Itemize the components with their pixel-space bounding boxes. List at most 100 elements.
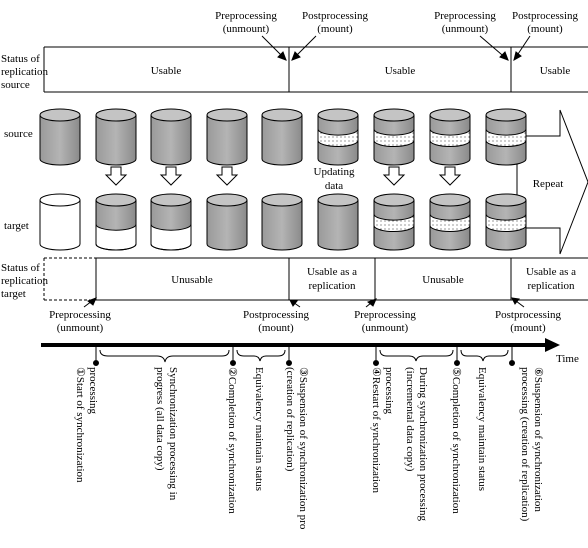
svg-text:(mount): (mount) [510,322,546,334]
svg-text:replication: replication [1,66,49,78]
target-volume-6 [317,193,359,251]
target-volume-7 [373,193,415,251]
svg-text:④Restart of synchronization: ④Restart of synchronization [370,367,382,493]
bottom-postprocessing-label-2: Postprocessing (mount) [495,309,562,334]
svg-text:Postprocessing: Postprocessing [302,10,369,22]
svg-text:Postprocessing: Postprocessing [512,10,579,22]
bottom-preprocessing-label-1: Preprocessing (unmount) [49,309,111,334]
svg-text:replication: replication [1,275,49,287]
source-status-usable-3: Usable [540,65,571,77]
target-status-bar [43,257,588,301]
source-volume-8 [429,108,471,166]
svg-text:(unmount): (unmount) [57,322,104,334]
target-status-label: Status of replication target [1,262,49,300]
copy-arrow-2 [159,166,183,186]
step-5-completion-sync: ⑤Completion of synchronization [450,367,462,514]
copy-arrow-1 [104,166,128,186]
svg-text:⑤Completion of synchronization: ⑤Completion of synchronization [450,367,462,514]
step-3-suspension-sync: ③Suspension of synchronization pro (crea… [284,367,309,530]
target-volume-5 [261,193,303,251]
copy-arrow-4 [382,166,406,186]
copy-arrow-row [104,166,462,186]
svg-text:②Completion of synchronization: ②Completion of synchronization [226,367,238,514]
target-volume-9 [485,193,527,251]
copy-arrow-5 [438,166,462,186]
top-postprocessing-label-2: Postprocessing (mount) [512,10,579,35]
copy-arrow-3 [215,166,239,186]
target-volume-3 [150,193,192,251]
step-4-restart-sync: ④Restart of synchronization processing [370,367,395,493]
svg-text:Status of: Status of [1,262,40,274]
top-preprocessing-label-2: Preprocessing (unmount) [434,10,496,35]
target-volume-2 [95,193,137,251]
svg-text:Equivalency maintain status: Equivalency maintain status [253,367,265,491]
svg-text:Updating: Updating [314,166,355,178]
step-during-sync-incremental: During synchronization processing (incre… [404,367,429,521]
svg-text:data: data [325,180,343,192]
step-equivalency-maintain-2: Equivalency maintain status [476,367,488,491]
step-1-start-sync: ①Start of synchronization processing [74,367,99,483]
source-volume-7 [373,108,415,166]
step-6-suspension-sync: ⑥Suspension of synchronization processin… [519,367,544,522]
bottom-preprocessing-label-2: Preprocessing (unmount) [354,309,416,334]
source-status-usable-1: Usable [151,65,182,77]
svg-text:replication: replication [527,280,575,292]
target-status-usable-replication-2: Usable as a replication [526,266,576,292]
step-equivalency-maintain-1: Equivalency maintain status [253,367,265,491]
step-sync-in-progress: Synchronization processing in progress (… [154,367,179,501]
svg-text:Equivalency maintain status: Equivalency maintain status [476,367,488,491]
svg-text:(mount): (mount) [317,23,353,35]
top-pointer-lines [261,35,531,62]
svg-text:(creation of replication): (creation of replication) [284,367,296,472]
svg-text:⑥Suspension of synchronization: ⑥Suspension of synchronization [532,367,544,512]
svg-text:replication: replication [308,280,356,292]
source-volume-5 [261,108,303,166]
source-status-bar [43,46,588,93]
source-volume-2 [95,108,137,166]
svg-text:During synchronization process: During synchronization processing [417,367,429,521]
target-volume-8 [429,193,471,251]
svg-text:Usable as a: Usable as a [526,266,576,278]
svg-text:Preprocessing: Preprocessing [354,309,416,321]
source-status-usable-2: Usable [385,65,416,77]
svg-text:progress (all data copy): progress (all data copy) [154,367,166,471]
svg-text:Preprocessing: Preprocessing [49,309,111,321]
updating-data-label: Updating data [314,166,355,192]
source-row-label: source [4,128,33,140]
svg-text:(unmount): (unmount) [223,23,270,35]
repeat-label: Repeat [533,178,564,190]
bottom-postprocessing-label-1: Postprocessing (mount) [243,309,310,334]
svg-text:source: source [1,79,30,91]
svg-text:Status of: Status of [1,53,40,65]
top-preprocessing-label-1: Preprocessing (unmount) [215,10,277,35]
svg-text:(incremental data copy): (incremental data copy) [404,367,416,472]
time-axis-label: Time [556,353,579,365]
svg-text:(mount): (mount) [527,23,563,35]
target-status-unusable-2: Unusable [422,274,464,286]
time-axis [41,338,560,352]
svg-text:Usable as a: Usable as a [307,266,357,278]
svg-text:target: target [1,288,26,300]
svg-text:(unmount): (unmount) [362,322,409,334]
svg-text:(mount): (mount) [258,322,294,334]
top-postprocessing-label-1: Postprocessing (mount) [302,10,369,35]
source-status-label: Status of replication source [1,53,49,91]
svg-text:(unmount): (unmount) [442,23,489,35]
step-markers [93,347,515,366]
svg-text:processing: processing [87,367,99,415]
target-volume-row [39,193,527,251]
svg-text:Preprocessing: Preprocessing [215,10,277,22]
source-volume-4 [206,108,248,166]
target-volume-1 [39,193,81,251]
target-status-usable-replication-1: Usable as a replication [307,266,357,292]
svg-text:Postprocessing: Postprocessing [495,309,562,321]
source-volume-row [39,108,527,166]
source-volume-3 [150,108,192,166]
svg-text:Synchronization processing in: Synchronization processing in [167,367,179,501]
target-volume-4 [206,193,248,251]
step-2-completion-sync: ②Completion of synchronization [226,367,238,514]
target-status-unusable-1: Unusable [171,274,213,286]
svg-text:①Start of synchronization: ①Start of synchronization [74,367,86,483]
bottom-pointer-lines [83,297,525,308]
